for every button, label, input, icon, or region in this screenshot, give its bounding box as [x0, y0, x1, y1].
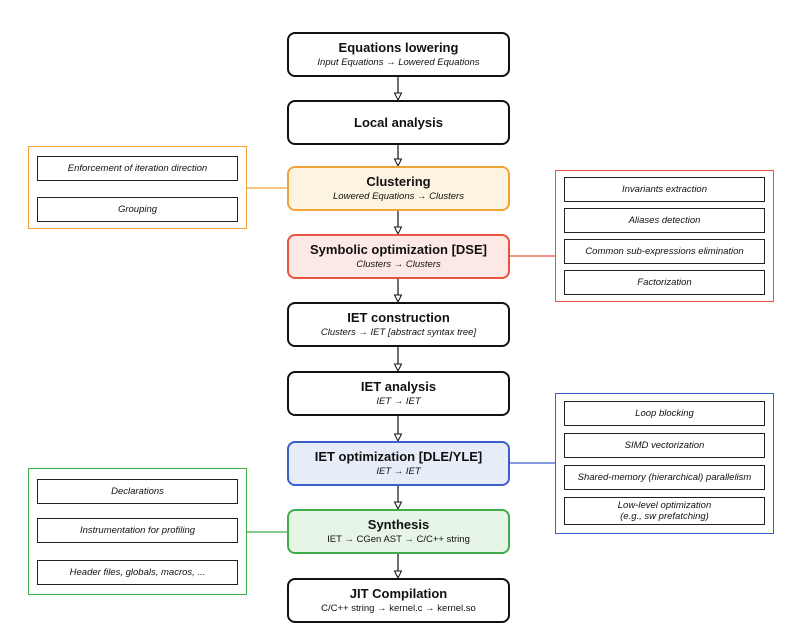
stage-title: Clustering — [366, 174, 431, 189]
stage-subtitle: C/C++ string → kernel.c → kernel.so — [321, 603, 476, 614]
dle-item-parallelism: Shared-memory (hierarchical) parallelism — [564, 465, 765, 490]
stage-iet-construction: IET construction Clusters → IET [abstrac… — [287, 302, 510, 347]
stage-title: JIT Compilation — [349, 586, 448, 601]
stage-local-analysis: Local analysis — [287, 100, 510, 145]
pipeline-arrow-head — [393, 570, 403, 580]
stage-title: IET analysis — [360, 379, 437, 394]
pipeline-arrow-head — [393, 92, 403, 102]
stage-jit-compilation: JIT Compilation C/C++ string → kernel.c … — [287, 578, 510, 623]
stage-subtitle: IET → CGen AST → C/C++ string — [327, 534, 470, 545]
stage-iet-optimization: IET optimization [DLE/YLE] IET → IET — [287, 441, 510, 486]
pipeline-arrow-head — [393, 294, 403, 304]
clustering-item-iteration-direction: Enforcement of iteration direction — [37, 156, 238, 181]
dle-item-simd: SIMD vectorization — [564, 433, 765, 458]
dse-item-aliases: Aliases detection — [564, 208, 765, 233]
pipeline-arrow-head — [393, 501, 403, 511]
dle-item-low-level: Low-level optimization (e.g., sw prefatc… — [564, 497, 765, 525]
stage-iet-analysis: IET analysis IET → IET — [287, 371, 510, 416]
pipeline-arrow-head — [393, 158, 403, 168]
stage-title: IET optimization [DLE/YLE] — [314, 449, 483, 464]
synthesis-item-header-files: Header files, globals, macros, ... — [37, 560, 238, 585]
dse-item-invariants: Invariants extraction — [564, 177, 765, 202]
pipeline-arrow-head — [393, 226, 403, 236]
dle-item-loop-blocking: Loop blocking — [564, 401, 765, 426]
stage-symbolic-optimization: Symbolic optimization [DSE] Clusters → C… — [287, 234, 510, 279]
dse-item-cse: Common sub-expressions elimination — [564, 239, 765, 264]
stage-subtitle: Input Equations → Lowered Equations — [317, 57, 480, 68]
stage-subtitle: Clusters → Clusters — [356, 259, 441, 270]
stage-subtitle: Clusters → IET [abstract syntax tree] — [320, 327, 477, 338]
stage-title: Synthesis — [367, 517, 430, 532]
stage-title: Local analysis — [354, 114, 443, 130]
dse-item-factorization: Factorization — [564, 270, 765, 295]
dle-item-low-level-line1: Low-level optimization — [617, 500, 712, 511]
stage-synthesis: Synthesis IET → CGen AST → C/C++ string — [287, 509, 510, 554]
stage-equations-lowering: Equations lowering Input Equations → Low… — [287, 32, 510, 77]
pipeline-arrow-head — [393, 433, 403, 443]
clustering-item-grouping: Grouping — [37, 197, 238, 222]
stage-subtitle: IET → IET — [376, 466, 421, 477]
stage-clustering: Clustering Lowered Equations → Clusters — [287, 166, 510, 211]
stage-title: Symbolic optimization [DSE] — [310, 242, 487, 257]
synthesis-item-instrumentation: Instrumentation for profiling — [37, 518, 238, 543]
dle-item-low-level-line2: (e.g., sw prefatching) — [620, 511, 709, 522]
stage-title: Equations lowering — [338, 40, 459, 55]
stage-title: IET construction — [347, 310, 450, 325]
synthesis-item-declarations: Declarations — [37, 479, 238, 504]
stage-subtitle: IET → IET — [376, 396, 421, 407]
pipeline-arrow-head — [393, 363, 403, 373]
stage-subtitle: Lowered Equations → Clusters — [333, 191, 464, 202]
